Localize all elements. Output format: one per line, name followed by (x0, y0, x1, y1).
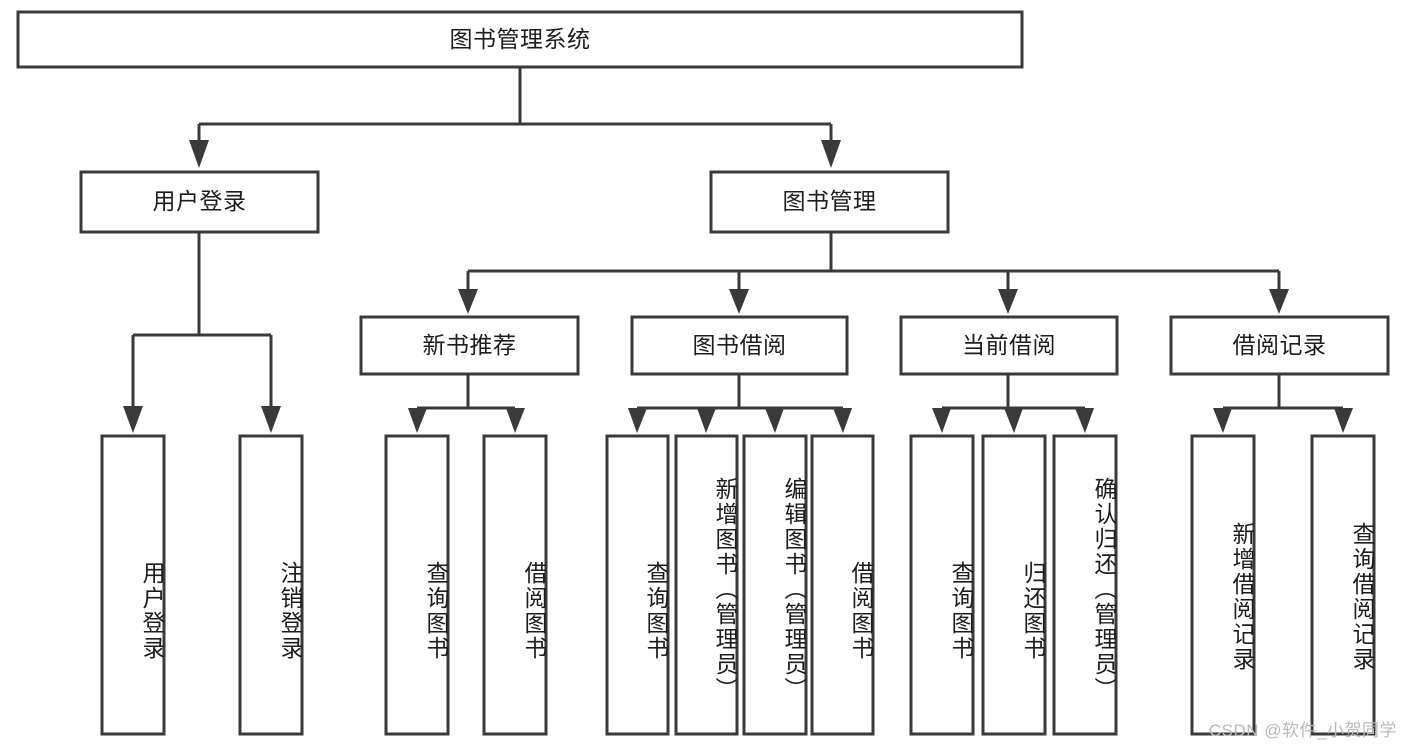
arrow-head-leaf-query-book-recommend (408, 408, 427, 433)
arrow-head-leaf-borrow-book (833, 408, 852, 433)
arrow-head-leaf-add-borrow-record (1213, 408, 1232, 433)
node-box-book-manage[interactable] (709, 170, 950, 234)
connector-group-book-borrow (628, 374, 852, 433)
arrow-head-book-borrow (729, 289, 749, 314)
arrow-head-leaf-add-book-admin (697, 408, 716, 433)
node-box-leaf-query-book-current[interactable] (909, 434, 975, 736)
arrow-head-leaf-user-login (123, 406, 143, 433)
node-box-leaf-borrow-book[interactable] (810, 434, 875, 736)
arrow-head-leaf-confirm-return-admin (1075, 408, 1094, 433)
node-box-leaf-user-login[interactable] (100, 434, 166, 736)
arrow-head-leaf-borrow-book-recommend (506, 408, 525, 433)
node-box-user-login[interactable] (79, 170, 320, 234)
connector-group-user-login (123, 232, 281, 433)
arrow-head-leaf-query-borrow-record (1334, 408, 1353, 433)
node-box-leaf-query-borrow-record[interactable] (1310, 434, 1376, 736)
arrow-head-current-borrow (998, 289, 1018, 314)
node-box-borrow-record[interactable] (1169, 315, 1390, 376)
node-box-leaf-user-logout[interactable] (238, 434, 304, 736)
node-box-leaf-return-book[interactable] (981, 434, 1047, 736)
arrow-head-book-manage (821, 140, 841, 168)
node-box-leaf-edit-book-admin[interactable] (742, 434, 808, 736)
arrow-head-borrow-record (1269, 289, 1289, 314)
connector-group-current-borrow (932, 374, 1094, 433)
node-box-leaf-query-book-recommend[interactable] (384, 434, 450, 736)
node-box-leaf-add-book-admin[interactable] (674, 434, 739, 736)
node-box-new-book-recommend[interactable] (359, 315, 580, 376)
node-box-root[interactable] (16, 10, 1024, 69)
node-box-leaf-add-borrow-record[interactable] (1190, 434, 1256, 736)
node-box-leaf-borrow-book-recommend[interactable] (482, 434, 548, 736)
connector-group-book-manage (458, 232, 1289, 314)
arrow-head-new-book-recommend (458, 289, 478, 314)
connector-group-borrow-record (1213, 374, 1353, 433)
connector-group-new-book-recommend (408, 374, 525, 433)
arrow-head-leaf-user-logout (261, 406, 281, 433)
node-box-leaf-query-book-borrow[interactable] (605, 434, 670, 736)
node-box-leaf-confirm-return-admin[interactable] (1052, 434, 1118, 736)
arrow-head-user-login (189, 140, 209, 168)
arrow-head-leaf-query-book-current (932, 408, 951, 433)
node-box-book-borrow[interactable] (630, 315, 849, 376)
arrow-head-leaf-return-book (1004, 408, 1023, 433)
arrow-head-leaf-edit-book-admin (765, 408, 784, 433)
node-box-current-borrow[interactable] (899, 315, 1119, 376)
connector-group-root (189, 67, 841, 168)
arrow-head-leaf-query-book-borrow (628, 408, 647, 433)
